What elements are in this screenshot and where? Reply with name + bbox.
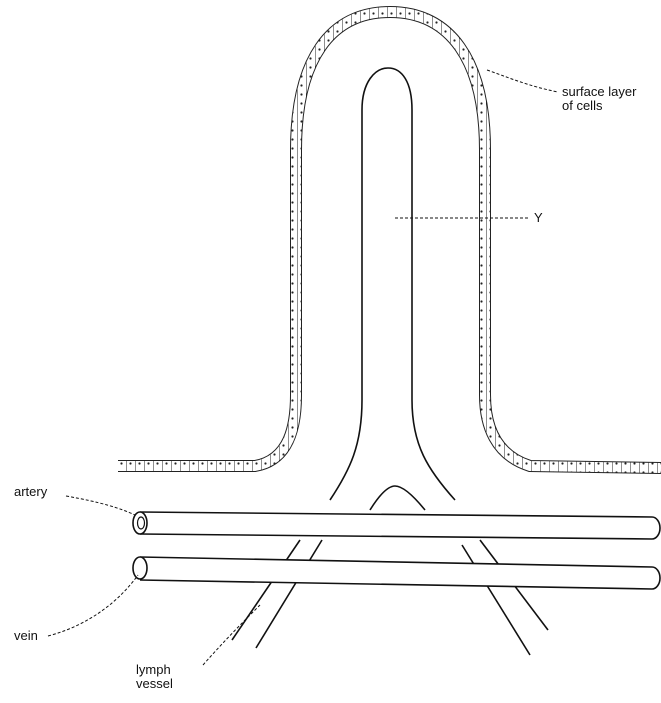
- label-lymph-line1: lymph: [136, 662, 171, 677]
- leader-artery: [66, 496, 135, 515]
- lacteal: [330, 68, 455, 500]
- vein-tube: [133, 557, 660, 589]
- artery-tube: [133, 512, 660, 539]
- leader-vein: [48, 575, 138, 636]
- label-y: Y: [534, 210, 543, 225]
- lacteal-branch: [370, 486, 425, 510]
- leader-lymph: [203, 605, 260, 665]
- label-surface-line1: surface layer: [562, 84, 636, 99]
- label-vein: vein: [14, 628, 38, 643]
- leader-surface: [487, 70, 558, 92]
- label-surface-line2: of cells: [562, 98, 602, 113]
- lymph-vessel-left-outer: [232, 540, 300, 640]
- surface-cell-layer: [118, 12, 661, 468]
- label-lymph-line2: vessel: [136, 676, 173, 691]
- label-artery: artery: [14, 484, 47, 499]
